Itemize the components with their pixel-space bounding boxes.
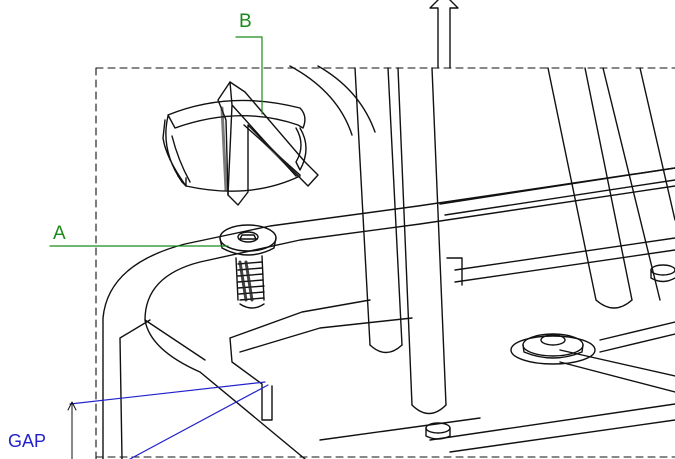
- leader-b: [235, 36, 263, 115]
- raised-block: [229, 299, 371, 421]
- screw-a-threads-shade: [238, 260, 254, 302]
- leader-gap-lower: [129, 384, 269, 459]
- post-far-right: [602, 67, 675, 301]
- hex-key-b-shade: [220, 106, 300, 192]
- clip-b: [162, 99, 307, 192]
- callout-label-b: B: [239, 11, 252, 32]
- upper-rail: [439, 167, 675, 216]
- dashed-envelope: [95, 67, 675, 459]
- leader-gap-upper: [69, 381, 266, 405]
- screw-a: [219, 224, 277, 309]
- callout-label-gap: GAP: [8, 431, 47, 451]
- raised-block-edge: [239, 317, 413, 353]
- base-plate-fillet: [144, 319, 306, 459]
- gap-dimension-line: [67, 401, 77, 459]
- ledge-right: [559, 321, 675, 393]
- base-plate-outer-edge: [102, 167, 675, 459]
- lift-arrow: [429, 0, 459, 69]
- crossbar-lower: [446, 237, 675, 286]
- screw-right: [510, 333, 596, 365]
- callout-label-a: A: [53, 223, 66, 244]
- boss-right: [650, 264, 675, 283]
- post-left: [354, 67, 403, 354]
- ledge-lower: [319, 403, 675, 453]
- housing-curve: [289, 65, 376, 136]
- base-plate-inner-edge: [144, 185, 675, 361]
- post-right: [547, 67, 633, 309]
- boss-lower: [425, 422, 451, 440]
- base-plate-lip: [119, 319, 151, 459]
- post-middle: [397, 67, 447, 415]
